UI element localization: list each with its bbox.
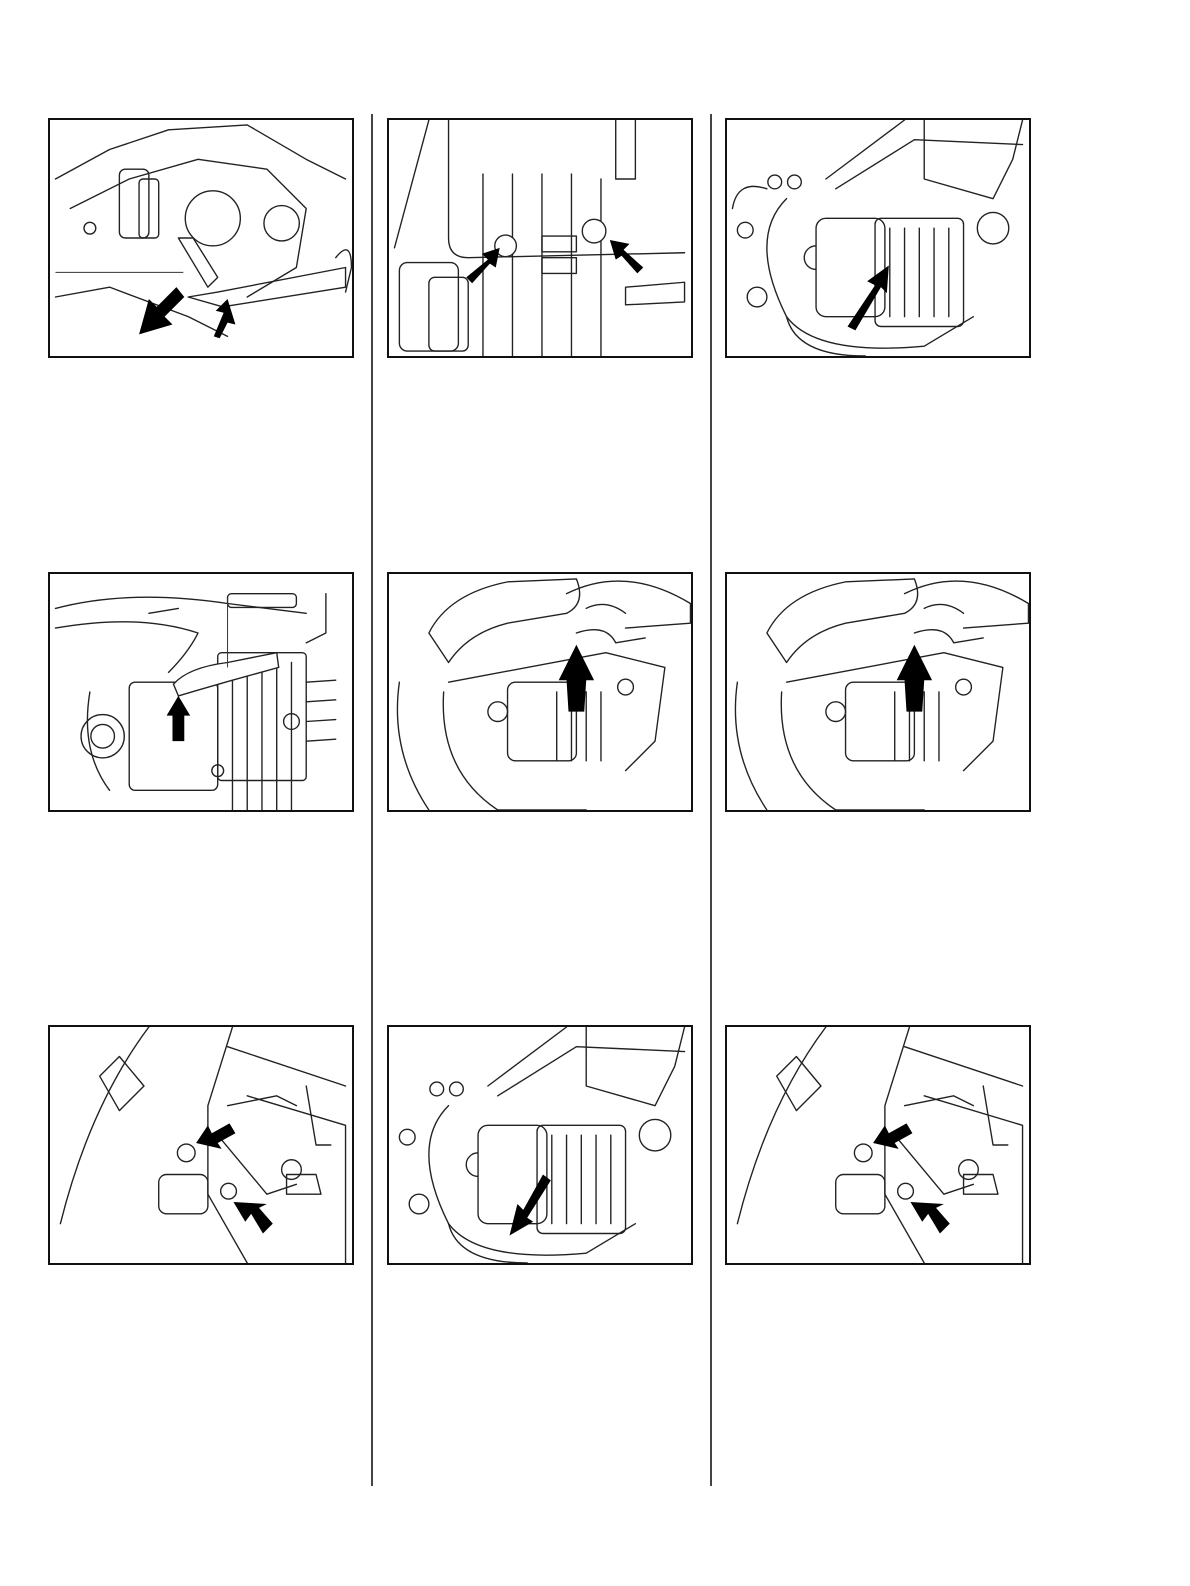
figure-3-cylinder-lift: [725, 118, 1031, 358]
figure-8-illustration: [389, 1027, 691, 1263]
arrow-down-left-icon: [139, 287, 184, 334]
arrow-left-icon: [873, 1123, 912, 1149]
arrow-up-icon: [167, 696, 191, 741]
arrow-left-icon: [910, 1202, 949, 1233]
figure-3-illustration: [727, 120, 1029, 356]
arrow-left-icon: [610, 240, 643, 273]
column-divider-left: [371, 114, 373, 1486]
figure-7-illustration: [50, 1027, 352, 1263]
figure-7-crankcase-screws: [48, 1025, 354, 1265]
arrow-left-icon: [196, 1123, 235, 1149]
figure-6-handle-lift: [725, 572, 1031, 812]
figure-2-illustration: [389, 120, 691, 356]
figure-9-crankcase-screws: [725, 1025, 1031, 1265]
figure-2-housing-screws: [387, 118, 693, 358]
figure-6-illustration: [727, 574, 1029, 810]
arrow-up-icon: [897, 645, 932, 712]
figure-5-illustration: [389, 574, 691, 810]
column-divider-right: [710, 114, 712, 1486]
figure-5-handle-lift: [387, 572, 693, 812]
figure-9-illustration: [727, 1027, 1029, 1263]
arrow-left-icon: [233, 1202, 272, 1233]
figure-4-impulse-hose: [48, 572, 354, 812]
figure-8-cylinder-insert: [387, 1025, 693, 1265]
figure-1-illustration: [50, 120, 352, 356]
figure-4-illustration: [50, 574, 352, 810]
arrow-up-icon: [559, 645, 594, 712]
figure-1-decompression-valve: [48, 118, 354, 358]
